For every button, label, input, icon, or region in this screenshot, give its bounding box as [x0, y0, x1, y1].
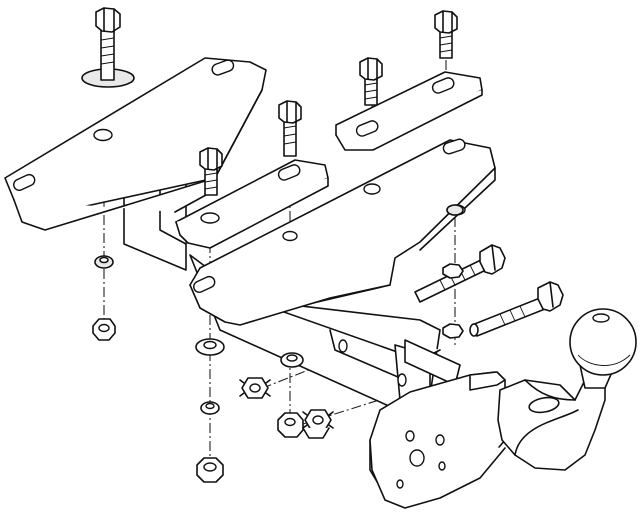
bolt-front-plate-left	[199, 147, 223, 196]
nut-under-right-bracket-a	[446, 204, 464, 216]
hitch-flange-plate	[369, 371, 506, 509]
front-short-plate	[175, 159, 329, 249]
rear-short-plate	[335, 71, 483, 151]
nut-under-right-bracket-c	[442, 323, 464, 339]
tow-ball-neck	[497, 359, 613, 471]
washer-middle-lower	[200, 401, 220, 415]
nut-left-lower	[92, 318, 116, 341]
bolt-rear-plate-left	[359, 57, 383, 106]
nut-left-upper	[94, 255, 114, 269]
bolt-horizontal-lower	[469, 281, 564, 337]
nut-right-middle	[277, 412, 304, 438]
bolt-left-vertical	[81, 7, 135, 88]
right-mounting-bracket	[189, 138, 496, 326]
tow-ball	[569, 308, 637, 376]
left-mounting-bracket	[4, 57, 267, 231]
nut-under-right-bracket-b	[442, 263, 464, 279]
nut-middle-bottom	[196, 457, 224, 483]
bolt-rear-plate-right	[434, 10, 458, 59]
castle-nut-left	[239, 377, 271, 399]
washer-right-middle	[280, 352, 304, 368]
washer-middle-upper	[195, 338, 225, 356]
castle-nut-right	[302, 409, 334, 439]
bolt-front-plate-right	[278, 100, 302, 157]
